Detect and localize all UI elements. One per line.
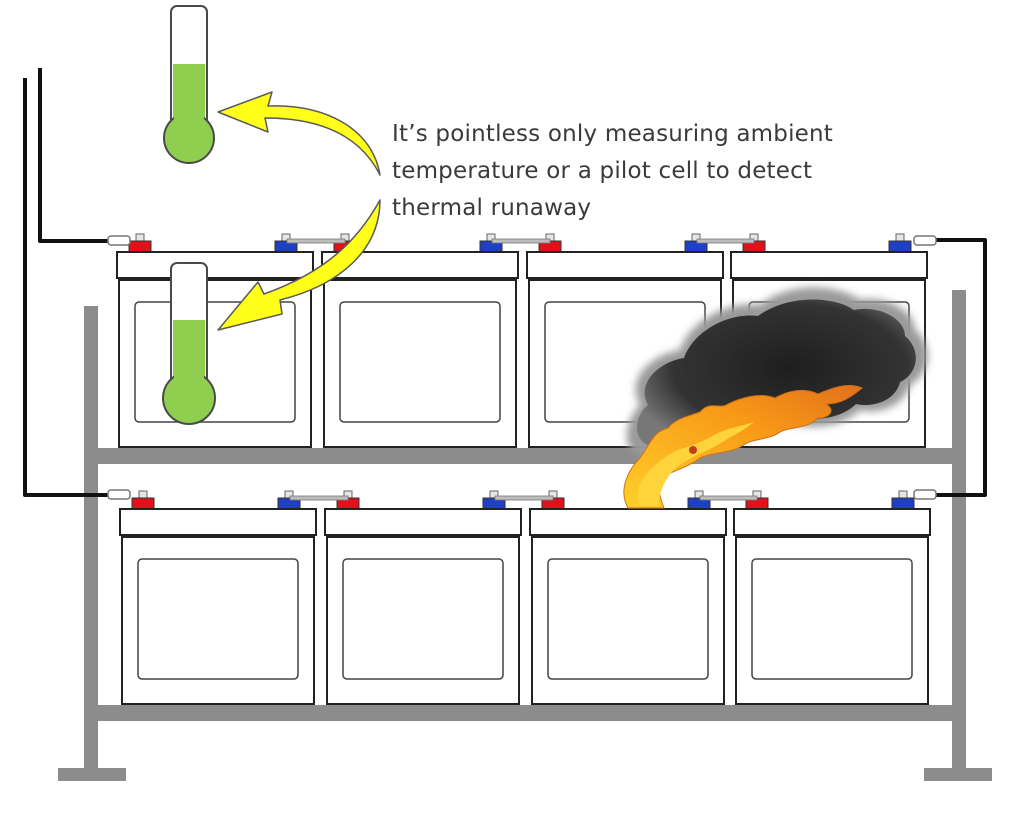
thermometer-joint: [174, 370, 204, 400]
arrow-shape: [217, 199, 381, 331]
cable-lower-left: [23, 78, 112, 497]
battery-cell: [116, 233, 314, 448]
rack-lower-shelf: [84, 705, 966, 721]
flame-inner: [637, 422, 754, 506]
cable-right: [935, 238, 987, 497]
interconnect-strap: [491, 238, 551, 244]
fire-icon: [623, 385, 863, 509]
interconnect-strap: [699, 495, 758, 501]
thermometer-icon: [162, 262, 216, 425]
rack-right-foot: [924, 768, 992, 781]
terminal-positive: [128, 240, 152, 253]
cable-lug: [913, 489, 937, 500]
cable-lug: [913, 235, 937, 246]
battery-lid: [526, 251, 724, 279]
annotation-line-1: It’s pointless only measuring ambient: [392, 121, 834, 147]
battery-label-panel: [751, 558, 913, 680]
cable-lugs: [107, 235, 937, 500]
annotation-line-2: temperature or a pilot cell to detect: [392, 158, 813, 184]
terminal-positive: [131, 497, 155, 510]
rack-right-post: [952, 290, 966, 778]
battery-cell: [324, 490, 522, 705]
battery-cell: [321, 233, 519, 448]
cable-lug: [107, 489, 131, 500]
cables: [23, 68, 987, 497]
interconnect-strap: [286, 238, 346, 244]
terminal-negative: [891, 497, 915, 510]
battery-label-panel: [547, 558, 709, 680]
battery-lid: [119, 508, 317, 536]
battery-lid: [733, 508, 931, 536]
thermometer-icon: [163, 5, 215, 164]
annotation-text: It’s pointless only measuring ambient te…: [392, 116, 992, 227]
annotation-line-3: thermal runaway: [392, 195, 592, 221]
rack-frame: [58, 290, 992, 781]
battery-label-panel: [342, 558, 504, 680]
terminal-negative: [888, 240, 912, 253]
interconnect-strap: [289, 495, 349, 501]
battery-cell: [733, 490, 931, 705]
flame-outer: [623, 385, 863, 509]
battery-lid: [529, 508, 727, 536]
rack-left-foot: [58, 768, 126, 781]
arrow-to-ambient-thermometer: [217, 91, 381, 176]
battery-lid: [324, 508, 522, 536]
battery-label-panel: [339, 301, 501, 423]
interconnect-strap: [696, 238, 755, 244]
thermometer-joint: [174, 110, 204, 140]
battery-lid: [116, 251, 314, 279]
battery-lid: [321, 251, 519, 279]
arrow-to-pilot-thermometer: [217, 199, 381, 331]
flame-core: [689, 446, 697, 454]
battery-lid: [730, 251, 928, 279]
battery-label-panel: [137, 558, 299, 680]
cable-upper-left: [38, 68, 112, 243]
rack-upper-shelf: [84, 448, 966, 464]
cable-lug: [107, 235, 131, 246]
battery-cell: [529, 490, 727, 705]
interconnect-strap: [494, 495, 554, 501]
battery-cell: [119, 490, 317, 705]
arrow-shape: [217, 91, 381, 176]
rack-left-post: [84, 306, 98, 778]
